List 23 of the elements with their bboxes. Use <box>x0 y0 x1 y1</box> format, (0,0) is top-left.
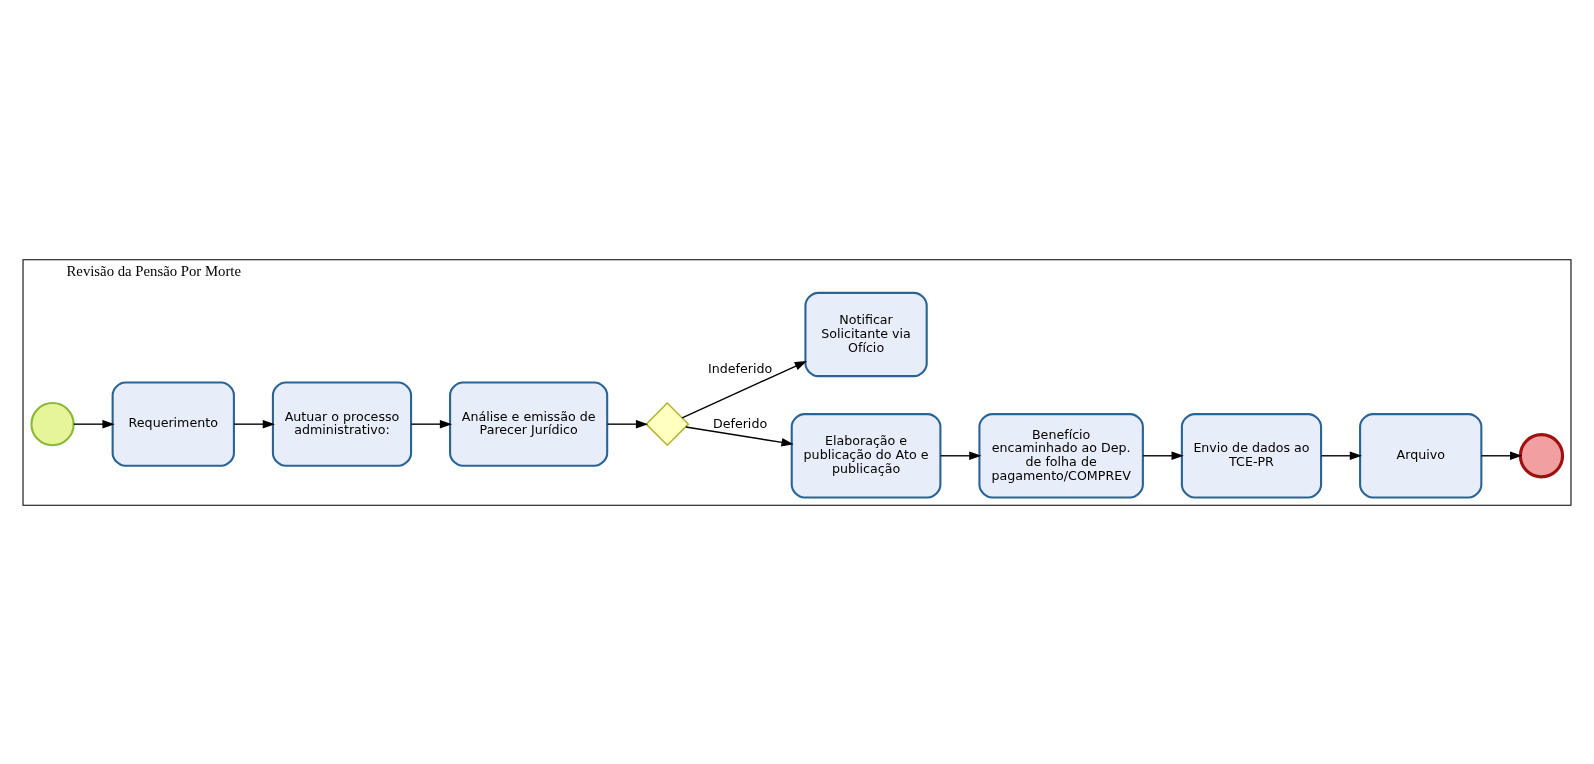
node-box: Análise e emissão de Parecer Jurídico <box>449 380 609 467</box>
node-box: Notificar Solicitante via Ofício <box>804 291 928 377</box>
node-diamond <box>645 401 690 446</box>
edge-label: Deferido <box>712 415 768 431</box>
node-box: Envio de dados ao TCE-PR <box>1180 412 1323 498</box>
arrow <box>1480 451 1523 460</box>
arrow <box>681 360 807 419</box>
arrow <box>939 451 982 460</box>
arrow <box>73 419 115 428</box>
arrow <box>1142 451 1184 460</box>
edge-label: Indeferido <box>707 360 773 376</box>
arrow <box>1320 451 1363 460</box>
node-box: Arquivo <box>1359 412 1483 498</box>
node-circle <box>1518 432 1565 478</box>
node-box: Autuar o processo administrativo: <box>271 380 413 467</box>
arrow <box>606 419 649 428</box>
node-box: Benefício encaminhado ao Dep. de folha de pagamento/COMPREV <box>978 412 1144 498</box>
node-box: Requerimento <box>111 380 235 467</box>
node-box: Elaboração e publicação do Ato e publicação <box>790 412 942 498</box>
arrow <box>233 419 275 428</box>
arrow <box>685 425 794 447</box>
node-circle <box>30 401 75 446</box>
arrow <box>410 419 453 428</box>
